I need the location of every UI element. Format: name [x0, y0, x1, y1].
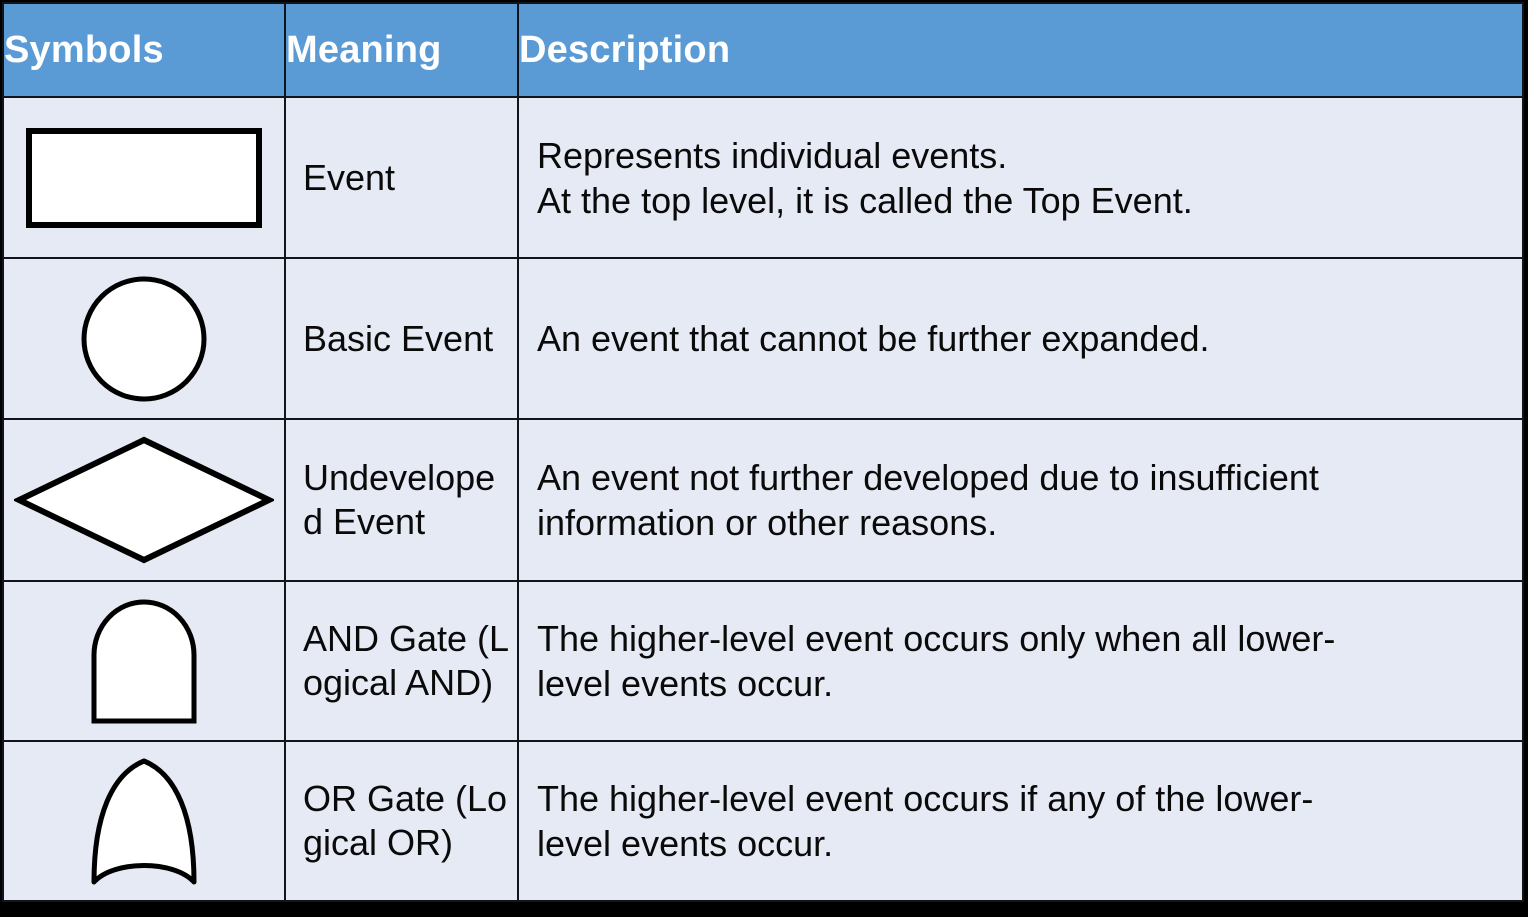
- meaning-label-basic-event: Basic Event: [303, 317, 494, 359]
- symbol-cell-undeveloped-event: [2, 418, 286, 582]
- meaning-cell-or-gate: OR Gate (Logical OR): [284, 740, 519, 902]
- symbol-cell-event: [2, 96, 286, 259]
- description-line: The higher-level event occurs if any of …: [537, 778, 1314, 819]
- table-body: Event Represents individual events. At t…: [2, 96, 1524, 902]
- description-line: level events occur.: [537, 663, 834, 704]
- description-cell-or-gate: The higher-level event occurs if any of …: [517, 740, 1524, 902]
- description-cell-basic-event: An event that cannot be further expanded…: [517, 257, 1524, 420]
- table-row-undeveloped-event: Undeveloped Event An event not further d…: [2, 418, 1524, 582]
- meaning-label-event: Event: [303, 156, 396, 198]
- description-line: information or other reasons.: [537, 502, 998, 543]
- description-line: Represents individual events.: [537, 134, 1008, 176]
- meaning-label-or-gate: OR Gate (Logical OR): [303, 778, 508, 863]
- and-gate-shape: [91, 599, 197, 724]
- description-line: level events occur.: [537, 823, 834, 864]
- meaning-cell-undeveloped-event: Undeveloped Event: [284, 418, 519, 582]
- description-line: The higher-level event occurs only when …: [537, 618, 1336, 659]
- description-cell-undeveloped-event: An event not further developed due to in…: [517, 418, 1524, 582]
- table-row-and-gate: AND Gate (Logical AND) The higher-level …: [2, 580, 1524, 742]
- meaning-cell-and-gate: AND Gate (Logical AND): [284, 580, 519, 742]
- table-row-or-gate: OR Gate (Logical OR) The higher-level ev…: [2, 740, 1524, 902]
- column-header-symbols: Symbols: [2, 2, 286, 98]
- table-row-basic-event: Basic Event An event that cannot be furt…: [2, 257, 1524, 420]
- description-cell-and-gate: The higher-level event occurs only when …: [517, 580, 1524, 742]
- table-row-event: Event Represents individual events. At t…: [2, 96, 1524, 259]
- meaning-cell-basic-event: Basic Event: [284, 257, 519, 420]
- rectangle-event-shape: [26, 127, 262, 228]
- circle-basic-event-shape: [81, 276, 207, 401]
- table-header: Symbols Meaning Description: [2, 2, 1524, 98]
- meaning-cell-event: Event: [284, 96, 519, 259]
- column-header-description: Description: [517, 2, 1524, 98]
- meaning-label-and-gate: AND Gate (Logical AND): [303, 618, 510, 703]
- header-row: Symbols Meaning Description: [2, 2, 1524, 98]
- diamond-undeveloped-event-shape: [14, 436, 274, 564]
- description-line: At the top level, it is called the Top E…: [537, 179, 1193, 221]
- description-line: An event not further developed due to in…: [537, 457, 1319, 498]
- column-header-meaning: Meaning: [284, 2, 519, 98]
- symbol-cell-or-gate: [2, 740, 286, 902]
- symbol-cell-and-gate: [2, 580, 286, 742]
- meaning-label-undeveloped-event: Undeveloped Event: [303, 457, 496, 542]
- description-cell-event: Represents individual events. At the top…: [517, 96, 1524, 259]
- symbol-cell-basic-event: [2, 257, 286, 420]
- description-line: An event that cannot be further expanded…: [537, 318, 1210, 359]
- or-gate-shape: [91, 758, 197, 885]
- fta-symbol-legend-table: Symbols Meaning Description Event Repres…: [2, 2, 1524, 902]
